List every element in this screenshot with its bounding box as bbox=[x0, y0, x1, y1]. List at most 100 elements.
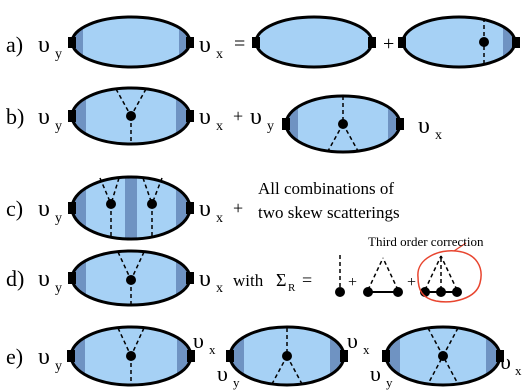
row-b-label: b) bbox=[6, 104, 24, 129]
self-energy-term-3 bbox=[420, 255, 462, 297]
row-c-v-out-sub: x bbox=[216, 211, 223, 226]
row-a-v-in: υ bbox=[38, 32, 50, 58]
impurity-vertex bbox=[338, 119, 348, 129]
vertex-right bbox=[186, 37, 194, 48]
row-d-with: with bbox=[233, 271, 264, 290]
vertex-right bbox=[396, 118, 404, 130]
row-a-v-out-sub: x bbox=[216, 47, 223, 62]
row-b-v2-in: υ bbox=[250, 104, 262, 130]
vertex-right bbox=[368, 37, 376, 48]
row-e-v3-sub: x bbox=[363, 342, 370, 357]
row-e-v3: υ bbox=[347, 328, 358, 353]
vertex-left bbox=[226, 350, 234, 362]
vertex-left bbox=[398, 37, 406, 48]
row-d-sigma: Σ bbox=[276, 270, 286, 290]
row-a: a) υ y υ x = + bbox=[6, 15, 520, 69]
row-a-v-out: υ bbox=[199, 32, 211, 58]
row-d: d) υ y υ x with Σ R = + bbox=[6, 234, 484, 307]
vertex-right bbox=[186, 272, 194, 284]
row-d-v-in-sub: y bbox=[55, 281, 62, 296]
row-b-plus: + bbox=[233, 106, 243, 126]
impurity-vertex bbox=[106, 199, 116, 209]
row-b-v-in-sub: y bbox=[55, 119, 62, 134]
row-b-bubble-1 bbox=[68, 86, 194, 146]
row-e-v1: υ bbox=[193, 328, 204, 353]
vertex-right bbox=[187, 350, 195, 362]
row-d-v-out-sub: x bbox=[216, 281, 223, 296]
vertex-left bbox=[68, 37, 76, 48]
annotation-leader bbox=[453, 242, 467, 252]
row-a-plus: + bbox=[383, 33, 394, 55]
impurity-vertex bbox=[479, 37, 489, 47]
row-e: e) υ y υ x bbox=[6, 325, 522, 390]
row-c-plus: + bbox=[233, 198, 243, 218]
row-e-v5-sub: x bbox=[515, 363, 522, 378]
vertex-left bbox=[68, 110, 76, 122]
vertex-left bbox=[382, 350, 390, 362]
vertex-right bbox=[340, 350, 348, 362]
row-a-bubble-2 bbox=[252, 15, 376, 69]
row-c-v-in: υ bbox=[38, 196, 50, 222]
row-d-equals: = bbox=[302, 270, 312, 290]
row-e-bubble-1 bbox=[67, 325, 195, 387]
row-a-bubble-1 bbox=[68, 15, 194, 69]
row-d-annotation: Third order correction bbox=[368, 234, 484, 249]
impurity-vertex bbox=[126, 275, 136, 285]
vertex-left bbox=[282, 118, 290, 130]
row-d-plus-1: + bbox=[348, 274, 357, 291]
row-a-equals: = bbox=[234, 33, 245, 55]
row-b-v2-in-sub: y bbox=[267, 119, 274, 134]
vertex-right bbox=[512, 37, 520, 48]
row-b-v-out-sub: x bbox=[216, 119, 223, 134]
vertex-left bbox=[67, 350, 75, 362]
row-a-bubble-3 bbox=[398, 15, 520, 69]
row-c-text-line2: two skew scatterings bbox=[258, 203, 400, 222]
row-c-text-line1: All combinations of bbox=[258, 179, 394, 198]
row-c-label: c) bbox=[6, 196, 23, 221]
vertex-right bbox=[496, 350, 504, 362]
impurity-vertex bbox=[126, 351, 136, 361]
row-a-label: a) bbox=[6, 32, 23, 57]
row-e-v-in: υ bbox=[38, 344, 50, 370]
row-e-label: e) bbox=[6, 344, 23, 369]
row-c-bubble bbox=[68, 175, 194, 241]
row-b-v-in: υ bbox=[38, 104, 50, 130]
row-d-label: d) bbox=[6, 266, 24, 291]
row-b-bubble-2 bbox=[282, 94, 404, 154]
row-e-v2: υ bbox=[217, 361, 228, 386]
self-energy-term-1 bbox=[335, 255, 345, 297]
row-e-bubble-3 bbox=[382, 325, 504, 387]
row-c: c) υ y υ x + All combinations of tw bbox=[6, 175, 400, 241]
row-d-bubble bbox=[68, 249, 194, 307]
vertex-left bbox=[68, 202, 76, 214]
vertex-right bbox=[186, 110, 194, 122]
row-e-v4-sub: y bbox=[386, 375, 393, 390]
row-b-v-out: υ bbox=[199, 104, 211, 130]
row-e-v-in-sub: y bbox=[55, 359, 62, 374]
row-d-plus-2: + bbox=[407, 274, 416, 291]
impurity-vertex bbox=[147, 199, 157, 209]
row-b-v2-out-sub: x bbox=[435, 128, 442, 143]
row-e-v5: υ bbox=[500, 349, 511, 374]
vertex-right bbox=[186, 202, 194, 214]
impurity-vertex bbox=[282, 351, 292, 361]
row-d-v-in: υ bbox=[38, 266, 50, 292]
row-d-sigma-sub: R bbox=[288, 282, 296, 294]
row-b: b) υ y υ x + υ y bbox=[6, 86, 442, 154]
impurity-vertex bbox=[126, 111, 136, 121]
row-c-v-in-sub: y bbox=[55, 211, 62, 226]
row-e-v4: υ bbox=[370, 361, 381, 386]
row-b-v2-out: υ bbox=[418, 113, 430, 139]
row-c-v-out: υ bbox=[199, 196, 211, 222]
vertex-left bbox=[252, 37, 260, 48]
row-d-v-out: υ bbox=[199, 266, 211, 292]
row-a-v-in-sub: y bbox=[55, 47, 62, 62]
row-e-bubble-2 bbox=[226, 325, 348, 387]
row-e-v2-sub: y bbox=[233, 375, 240, 390]
row-e-v1-sub: x bbox=[209, 342, 216, 357]
annotation-circle bbox=[417, 250, 482, 303]
vertex-left bbox=[68, 272, 76, 284]
self-energy-term-2 bbox=[363, 257, 403, 297]
